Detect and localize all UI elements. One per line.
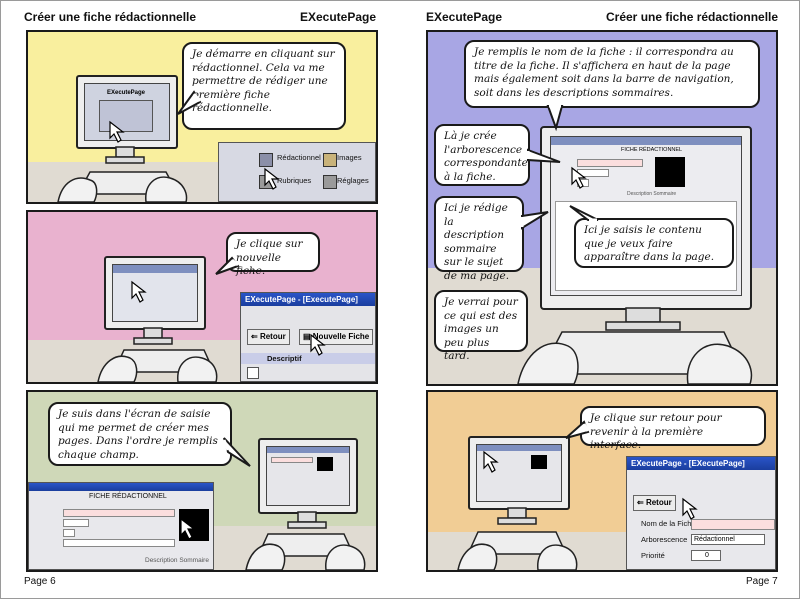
retour-button-label: Retour [645, 498, 672, 507]
bubble-tail [177, 90, 202, 115]
screen-bar [477, 445, 561, 451]
nouvelle-fiche-label: Nouvelle Fiche [312, 332, 370, 341]
screen-bar [551, 137, 741, 145]
monitor-screen: EXecutePage [84, 83, 170, 141]
descriptif-label: Descriptif [267, 354, 302, 363]
menu-item-redactionnel-icon [259, 153, 273, 167]
bubble-tail [215, 256, 240, 275]
speech-bubble: Je clique sur nouvelle fiche. [226, 232, 320, 277]
comic-panel-new-sheet: EXecutePage - [ExecutePage] ⇐ Retour ▤ N… [26, 210, 378, 384]
screen-image [655, 157, 685, 187]
screen-field [271, 457, 313, 463]
inset-screenshot-form: FICHE RÉDACTIONNEL Description Sommaire [28, 482, 214, 570]
menu-item-redactionnel[interactable]: Rédactionnel [277, 153, 321, 162]
form-field-arbo[interactable] [63, 519, 89, 527]
monitor-stand [97, 280, 218, 382]
screen-image [317, 457, 333, 471]
monitor-stand [57, 120, 188, 202]
speech-bubble-description: Ici je rédige la description sommaire su… [434, 196, 524, 282]
monitor [104, 256, 206, 330]
menu-item-reglages[interactable]: Réglages [337, 176, 369, 185]
back-arrow-icon: ⇐ [251, 332, 260, 341]
screen-desc: Description Sommaire [627, 191, 677, 197]
right-page-number: Page 7 [746, 576, 778, 587]
left-page-header-title: Créer une fiche rédactionnelle [24, 10, 197, 24]
speech-bubble-content: Ici je saisis le contenu que je veux fai… [574, 218, 734, 268]
descriptif-header [241, 353, 375, 364]
screen-title: EXecutePage [107, 90, 146, 96]
speech-bubble: Je clique sur retour pour revenir à la p… [580, 406, 766, 451]
retour-button[interactable]: ⇐ Retour [247, 329, 290, 345]
window-titlebar: EXecutePage - [ExecutePage] [241, 293, 375, 306]
bubble-tail [222, 437, 251, 467]
screen-field-name [577, 159, 643, 167]
form-field-desc[interactable] [63, 539, 175, 547]
bubble-tails [520, 104, 599, 230]
form-title: FICHE RÉDACTIONNEL [89, 493, 167, 500]
cursor-icon [264, 167, 280, 190]
nom-fiche-field[interactable] [691, 519, 775, 530]
screen-bar [113, 265, 197, 273]
screen-image [531, 455, 547, 469]
menu-item-images[interactable]: Images [337, 153, 362, 162]
menu-item-images-icon [323, 153, 337, 167]
window-titlebar [29, 483, 213, 491]
right-page-header-brand: EXecutePage [426, 10, 503, 24]
inset-screenshot-menu: Rédactionnel Images Rubriques Réglages [218, 142, 376, 202]
monitor-stand [245, 511, 366, 570]
monitor-stand [517, 166, 753, 384]
form-desc-label: Description Sommaire [145, 557, 209, 564]
speech-bubble-images: Je verrai pour ce qui est des images un … [434, 290, 528, 362]
left-page-header-brand: EXecutePage [300, 10, 377, 24]
new-page-icon: ▤ [303, 332, 313, 341]
speech-bubble: Je démarre en cliquant sur rédactionnel.… [182, 42, 346, 130]
monitor-stand [457, 450, 578, 570]
form-field-prio[interactable] [63, 529, 75, 537]
speech-bubble-top: Je remplis le nom de la fiche : il corre… [464, 40, 760, 108]
inset-screenshot-toolbar: EXecutePage - [ExecutePage] ⇐ Retour ▤ N… [240, 292, 376, 382]
cursor-icon [180, 517, 196, 540]
comic-panel-return: EXecutePage - [EXecutePage] ⇐ Retour Nom… [426, 390, 778, 572]
speech-bubble: Je suis dans l'écran de saisie qui me pe… [48, 402, 232, 466]
speech-bubble-arborescence: Là je crée l'arborescence correspondante… [434, 124, 530, 186]
monitor [468, 436, 570, 510]
arborescence-label: Arborescence [641, 535, 688, 544]
window-titlebar: EXecutePage - [EXecutePage] [627, 457, 775, 470]
arborescence-field[interactable]: Rédactionnel [691, 534, 765, 545]
monitor-screen [266, 446, 350, 506]
comic-panel-start: EXecutePage Rédactionnel Images Rubrique… [26, 30, 378, 204]
priorite-field[interactable]: 0 [691, 550, 721, 561]
screen-bar [267, 447, 349, 453]
screen-menu-box [99, 100, 153, 132]
nom-fiche-label: Nom de la Fiche [641, 519, 696, 528]
list-row-icon [247, 367, 259, 379]
comic-panel-input-screen: FICHE RÉDACTIONNEL Description Sommaire … [26, 390, 378, 572]
form-field-name[interactable] [63, 509, 175, 517]
comic-panel-fill-sheet: FICHE RÉDACTIONNEL Description Sommaire … [426, 30, 778, 386]
left-page-number: Page 6 [24, 576, 56, 587]
priorite-label: Priorité [641, 551, 665, 560]
monitor-screen [476, 444, 562, 502]
monitor-screen [112, 264, 198, 322]
cursor-icon [310, 333, 326, 356]
menu-item-reglages-icon [323, 175, 337, 189]
cursor-icon [682, 497, 698, 520]
right-page-header-title: Créer une fiche rédactionnelle [606, 10, 779, 24]
retour-button-label: Retour [259, 332, 286, 341]
menu-item-rubriques[interactable]: Rubriques [277, 176, 312, 185]
retour-button[interactable]: ⇐ Retour [633, 495, 676, 511]
back-arrow-icon: ⇐ [637, 498, 646, 507]
bubble-tail [565, 420, 590, 439]
screen-title: FICHE RÉDACTIONNEL [621, 147, 683, 153]
inset-screenshot-form: EXecutePage - [EXecutePage] ⇐ Retour Nom… [626, 456, 776, 570]
